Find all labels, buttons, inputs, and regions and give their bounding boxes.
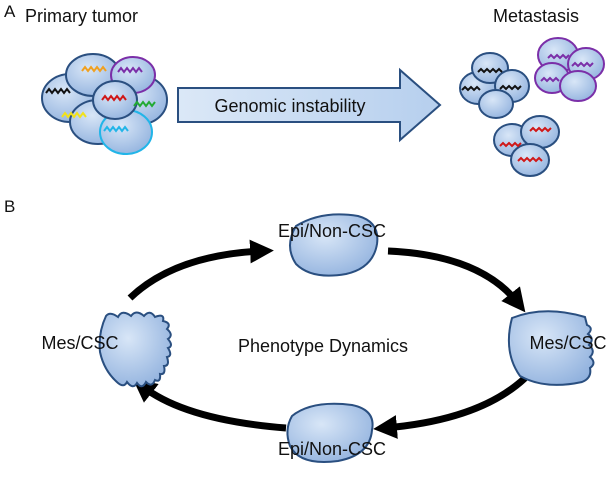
chromosome-purple: [571, 61, 594, 68]
cycle-arrow-left-to-top: [127, 239, 274, 301]
chromosome-purple: [540, 76, 560, 83]
phenotype-dynamics-label: Phenotype Dynamics: [238, 336, 408, 356]
panel-a-letter: A: [4, 2, 16, 21]
metastasis-cluster-purple: [534, 37, 605, 102]
epi-cell-top: [289, 213, 379, 277]
chromosome-red: [101, 94, 127, 102]
mes-label-left: Mes/CSC: [41, 333, 118, 353]
epi-cell-bottom: [286, 402, 374, 463]
panel-b-letter: B: [4, 197, 15, 216]
chromosome-purple: [547, 53, 570, 60]
chromosome-black: [477, 67, 503, 74]
metastasis-label: Metastasis: [493, 6, 579, 26]
metastasis-cluster-black: [459, 52, 530, 119]
chromosome-black: [499, 84, 522, 91]
chromosome-purple: [117, 66, 143, 74]
chromosome-cyan: [103, 125, 129, 133]
cycle-arrow-bottom-to-left: [132, 378, 287, 432]
cycle-arrow-top-to-right: [387, 247, 526, 313]
chromosome-green: [133, 100, 156, 108]
genomic-instability-label: Genomic instability: [214, 96, 365, 116]
chromosome-black: [45, 87, 71, 95]
cycle-arrow-right-to-bottom: [373, 375, 528, 439]
epi-label-top: Epi/Non-CSC: [278, 221, 386, 241]
chromosome-black: [461, 85, 481, 92]
chromosome-yellow: [61, 111, 87, 119]
primary-tumor-cluster: [41, 53, 168, 155]
mes-cell-right: [507, 310, 595, 386]
chromosome-red: [529, 126, 552, 133]
primary-tumor-label: Primary tumor: [25, 6, 138, 26]
tumor-cell: [520, 115, 560, 149]
tumor-cell-purple: [559, 70, 597, 102]
chromosome-red: [517, 156, 543, 163]
chromosome-red: [499, 141, 522, 148]
tumor-cell: [478, 89, 514, 119]
mes-label-right: Mes/CSC: [529, 333, 606, 353]
genomic-instability-arrow: [177, 67, 442, 143]
mes-cell-left: [98, 311, 172, 388]
metastasis-cluster-red: [493, 115, 560, 177]
chromosome-orange: [81, 65, 107, 73]
epi-label-bottom: Epi/Non-CSC: [278, 439, 386, 459]
